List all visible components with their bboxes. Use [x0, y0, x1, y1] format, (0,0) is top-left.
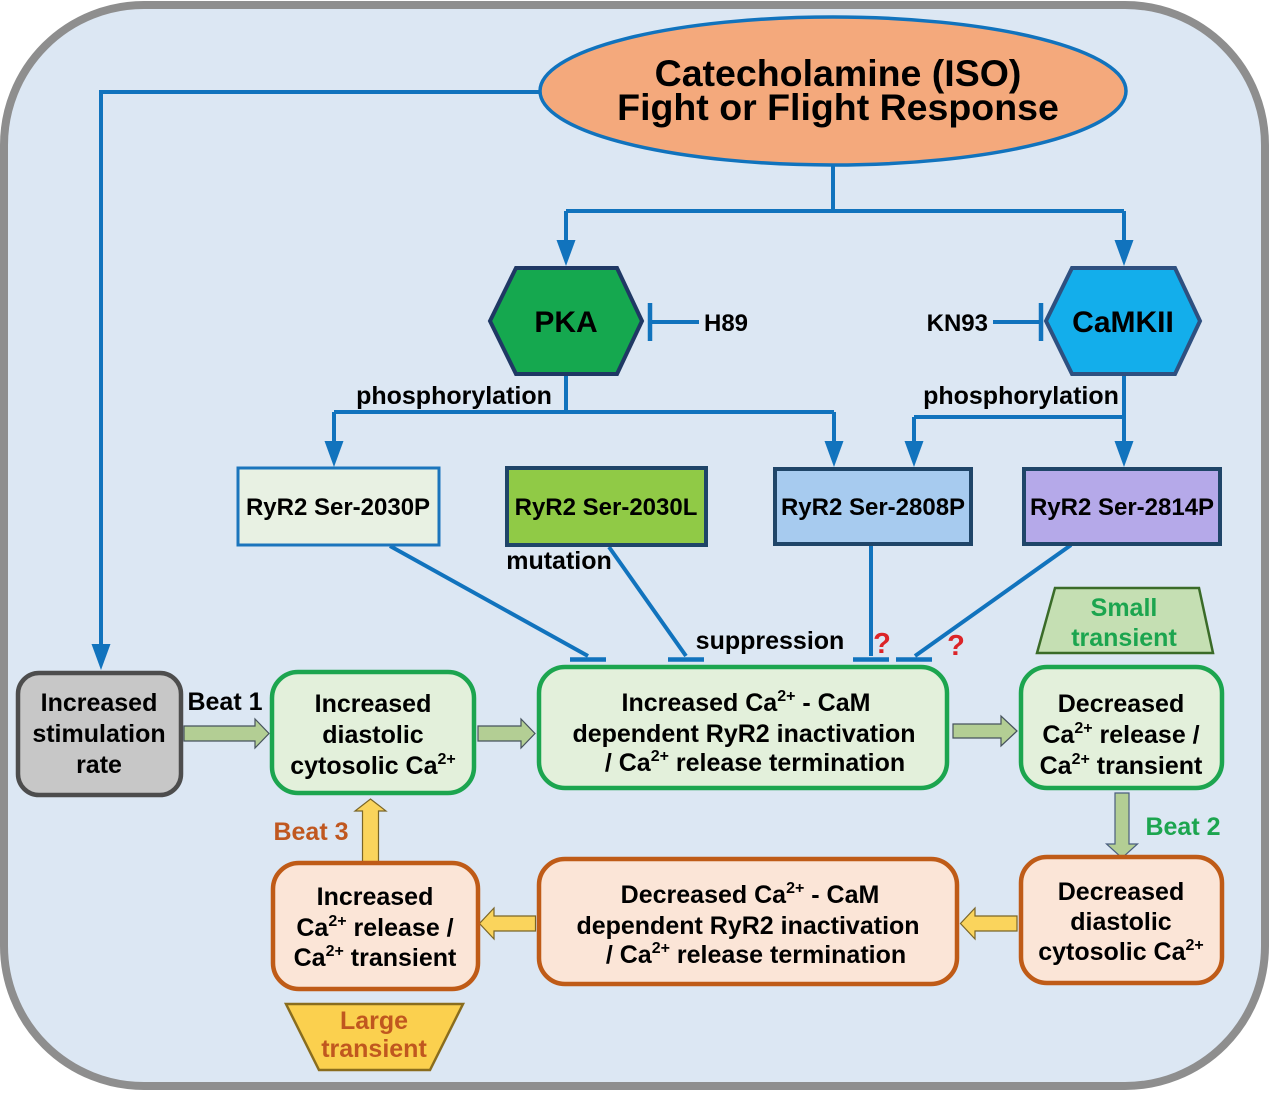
svg-text:Beat 3: Beat 3	[273, 818, 348, 846]
svg-text:cytosolic Ca2+: cytosolic Ca2+	[290, 751, 456, 780]
svg-text:transient: transient	[321, 1035, 427, 1063]
svg-text:rate: rate	[76, 751, 122, 779]
svg-text:Decreased Ca2+ - CaM: Decreased Ca2+ - CaM	[621, 880, 880, 909]
svg-text:Small: Small	[1091, 594, 1158, 622]
svg-text:Fight or Flight Response: Fight or Flight Response	[617, 86, 1059, 128]
svg-text:RyR2 Ser-2030P: RyR2 Ser-2030P	[246, 494, 430, 521]
svg-text:/ Ca2+ release termination: / Ca2+ release termination	[606, 940, 906, 969]
svg-text:?: ?	[873, 628, 891, 660]
svg-text:Ca2+ release /: Ca2+ release /	[1042, 720, 1199, 749]
svg-text:phosphorylation: phosphorylation	[923, 382, 1119, 410]
svg-text:Large: Large	[340, 1007, 408, 1035]
svg-text:Increased: Increased	[317, 883, 434, 911]
svg-text:mutation: mutation	[506, 547, 612, 575]
svg-text:diastolic: diastolic	[1070, 908, 1172, 936]
svg-text:transient: transient	[1071, 624, 1177, 652]
svg-text:Increased: Increased	[41, 689, 158, 717]
svg-text:RyR2 Ser-2814P: RyR2 Ser-2814P	[1030, 494, 1214, 521]
svg-text:Decreased: Decreased	[1058, 878, 1184, 906]
svg-text:Catecholamine (ISO): Catecholamine (ISO)	[655, 52, 1022, 94]
svg-text:CaMKII: CaMKII	[1072, 306, 1174, 339]
svg-text:Beat 2: Beat 2	[1145, 813, 1220, 841]
svg-text:PKA: PKA	[534, 306, 597, 339]
svg-text:diastolic: diastolic	[322, 721, 424, 749]
svg-text:Ca2+ release /: Ca2+ release /	[296, 913, 453, 942]
svg-text:RyR2 Ser-2808P: RyR2 Ser-2808P	[781, 494, 965, 521]
svg-text:H89: H89	[704, 310, 748, 337]
svg-text:stimulation: stimulation	[32, 720, 165, 748]
svg-text:suppression: suppression	[696, 627, 845, 655]
svg-text:/ Ca2+ release termination: / Ca2+ release termination	[605, 748, 905, 777]
svg-text:dependent RyR2 inactivation: dependent RyR2 inactivation	[576, 912, 919, 940]
svg-text:Beat 1: Beat 1	[187, 688, 262, 716]
svg-text:Increased: Increased	[315, 690, 432, 718]
svg-text:Increased Ca2+ - CaM: Increased Ca2+ - CaM	[622, 688, 871, 717]
svg-text:Ca2+ transient: Ca2+ transient	[294, 943, 457, 972]
svg-text:dependent RyR2 inactivation: dependent RyR2 inactivation	[572, 720, 915, 748]
svg-text:Ca2+ transient: Ca2+ transient	[1040, 751, 1203, 780]
svg-text:?: ?	[947, 630, 965, 662]
svg-text:cytosolic Ca2+: cytosolic Ca2+	[1038, 937, 1204, 966]
svg-text:phosphorylation: phosphorylation	[356, 382, 552, 410]
svg-text:RyR2 Ser-2030L: RyR2 Ser-2030L	[515, 494, 698, 521]
svg-text:KN93: KN93	[927, 310, 988, 337]
svg-text:Decreased: Decreased	[1058, 690, 1184, 718]
